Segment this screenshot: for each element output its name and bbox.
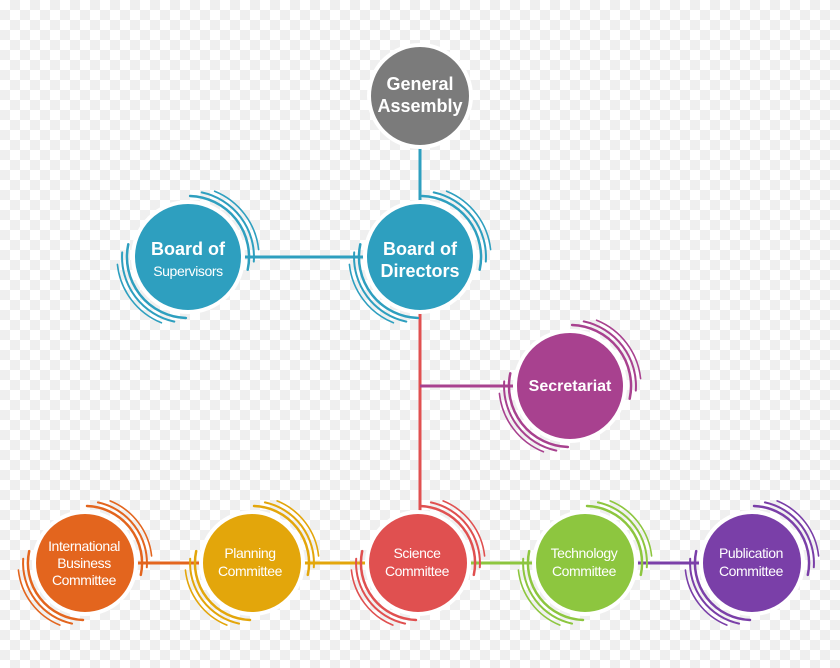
decorative-ring-arc [17,569,61,626]
decorative-ring-arc [418,504,477,577]
node-circle [532,510,638,616]
decorative-ring-arc [213,190,260,251]
decorative-ring-arc [353,251,408,323]
node-general-assembly: General Assembly [367,43,473,149]
node-secretariat: Secretariat [513,329,627,443]
decorative-ring-arc [355,557,407,625]
decorative-ring-arc [116,263,163,324]
decorative-ring-arc [517,569,561,626]
decorative-ring-arc [193,549,252,622]
decorative-ring-arc [763,501,815,569]
node-board-of-supervisors: Board of Supervisors [131,200,245,314]
decorative-ring-arc [503,380,558,452]
node-label-line: International [48,538,120,554]
node-label-line: Committee [218,563,283,579]
node-label-line: Supervisors [153,263,223,279]
decorative-ring-arc [585,504,644,577]
decorative-ring-arc [357,243,420,320]
decorative-ring-arc [22,557,74,625]
node-label-line: Science [393,545,441,561]
node-circle [367,43,473,149]
node-label-line: Directors [380,261,459,281]
decorative-ring-arc [429,501,481,569]
node-label-line: Publication [719,545,783,561]
node-label-line: Committee [385,563,450,579]
decorative-ring-arc [125,243,188,320]
node-circle [32,510,138,616]
node-label-line: Assembly [377,96,462,116]
decorative-ring-arc [189,557,241,625]
node-circle [363,200,477,314]
decorative-ring-arc [276,500,320,557]
decorative-ring-arc [570,323,633,400]
decorative-ring-arc [26,549,85,622]
node-label-line: Committee [52,572,117,588]
node-circle [199,510,305,616]
decorative-ring-arc [252,504,311,577]
decorative-ring-arc [507,372,570,449]
node-label-line: Planning [224,545,275,561]
decorative-ring-arc [609,500,653,557]
org-nodes: General Assembly Board of Supervisors Bo… [32,43,805,616]
decorative-ring-arc [522,557,574,625]
node-technology-committee: Technology Committee [532,510,638,616]
decorative-ring-arc [526,549,585,622]
decorative-ring-arc [432,191,487,263]
node-label-line: Board of [151,239,226,259]
decorative-ring-arc [350,569,394,626]
decorative-ring-arc [184,569,228,626]
node-label-line: Technology [551,545,618,561]
decorative-ring-arc [752,504,811,577]
node-label-line: Committee [552,563,617,579]
decorative-rings [17,190,820,626]
decorative-ring-arc [445,190,492,251]
decorative-ring-arc [109,500,153,557]
decorative-ring-arc [420,194,483,271]
node-label-line: Committee [719,563,784,579]
decorative-ring-arc [200,191,255,263]
decorative-ring-arc [188,194,251,271]
node-label-line: Business [57,555,111,571]
decorative-ring-arc [689,557,741,625]
node-science-committee: Science Committee [365,510,471,616]
decorative-ring-arc [693,549,752,622]
node-circle [365,510,471,616]
node-circle [513,329,627,443]
decorative-ring-arc [263,501,315,569]
decorative-ring-arc [359,549,418,622]
decorative-ring-arc [442,500,486,557]
decorative-ring-arc [776,500,820,557]
node-publication-committee: Publication Committee [699,510,805,616]
decorative-ring-arc [85,504,144,577]
decorative-ring-arc [595,319,642,380]
node-board-of-directors: Board of Directors [363,200,477,314]
decorative-ring-arc [348,263,395,324]
decorative-ring-arc [684,569,728,626]
node-label-line: General [386,74,453,94]
node-planning-committee: Planning Committee [199,510,305,616]
node-international-business-committee: International Business Committee [32,510,138,616]
node-label-line: Board of [383,239,458,259]
decorative-ring-arc [596,501,648,569]
node-circle [699,510,805,616]
decorative-ring-arc [582,320,637,392]
decorative-ring-arc [121,251,176,323]
node-label-line: Secretariat [529,378,612,395]
decorative-ring-arc [96,501,148,569]
node-circle [131,200,245,314]
decorative-ring-arc [498,392,545,453]
